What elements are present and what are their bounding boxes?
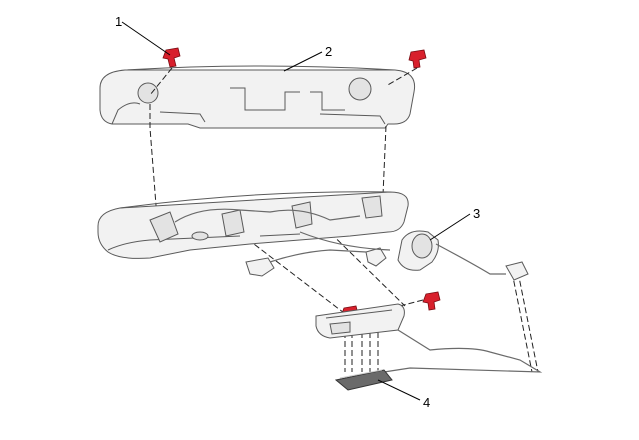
connector-left [245,257,275,277]
callout-3: 3 [473,206,481,221]
lamp-wire [383,329,543,373]
callout-4: 4 [423,395,431,410]
callout-1: 1 [115,14,123,29]
harness-to-socket [299,231,391,251]
handle-base [97,191,409,259]
harness-upper [269,249,367,263]
garnish-cover [99,65,416,129]
callout-2: 2 [325,44,333,59]
connector-mid [365,247,387,267]
light-socket [397,230,529,281]
lamp-housing [315,303,405,339]
lamp-lens [334,369,393,391]
clip-top-left-icon [162,47,181,68]
clip-lower-right-icon [422,291,441,311]
leader-lines [121,21,471,401]
clip-top-right-icon [408,49,427,69]
